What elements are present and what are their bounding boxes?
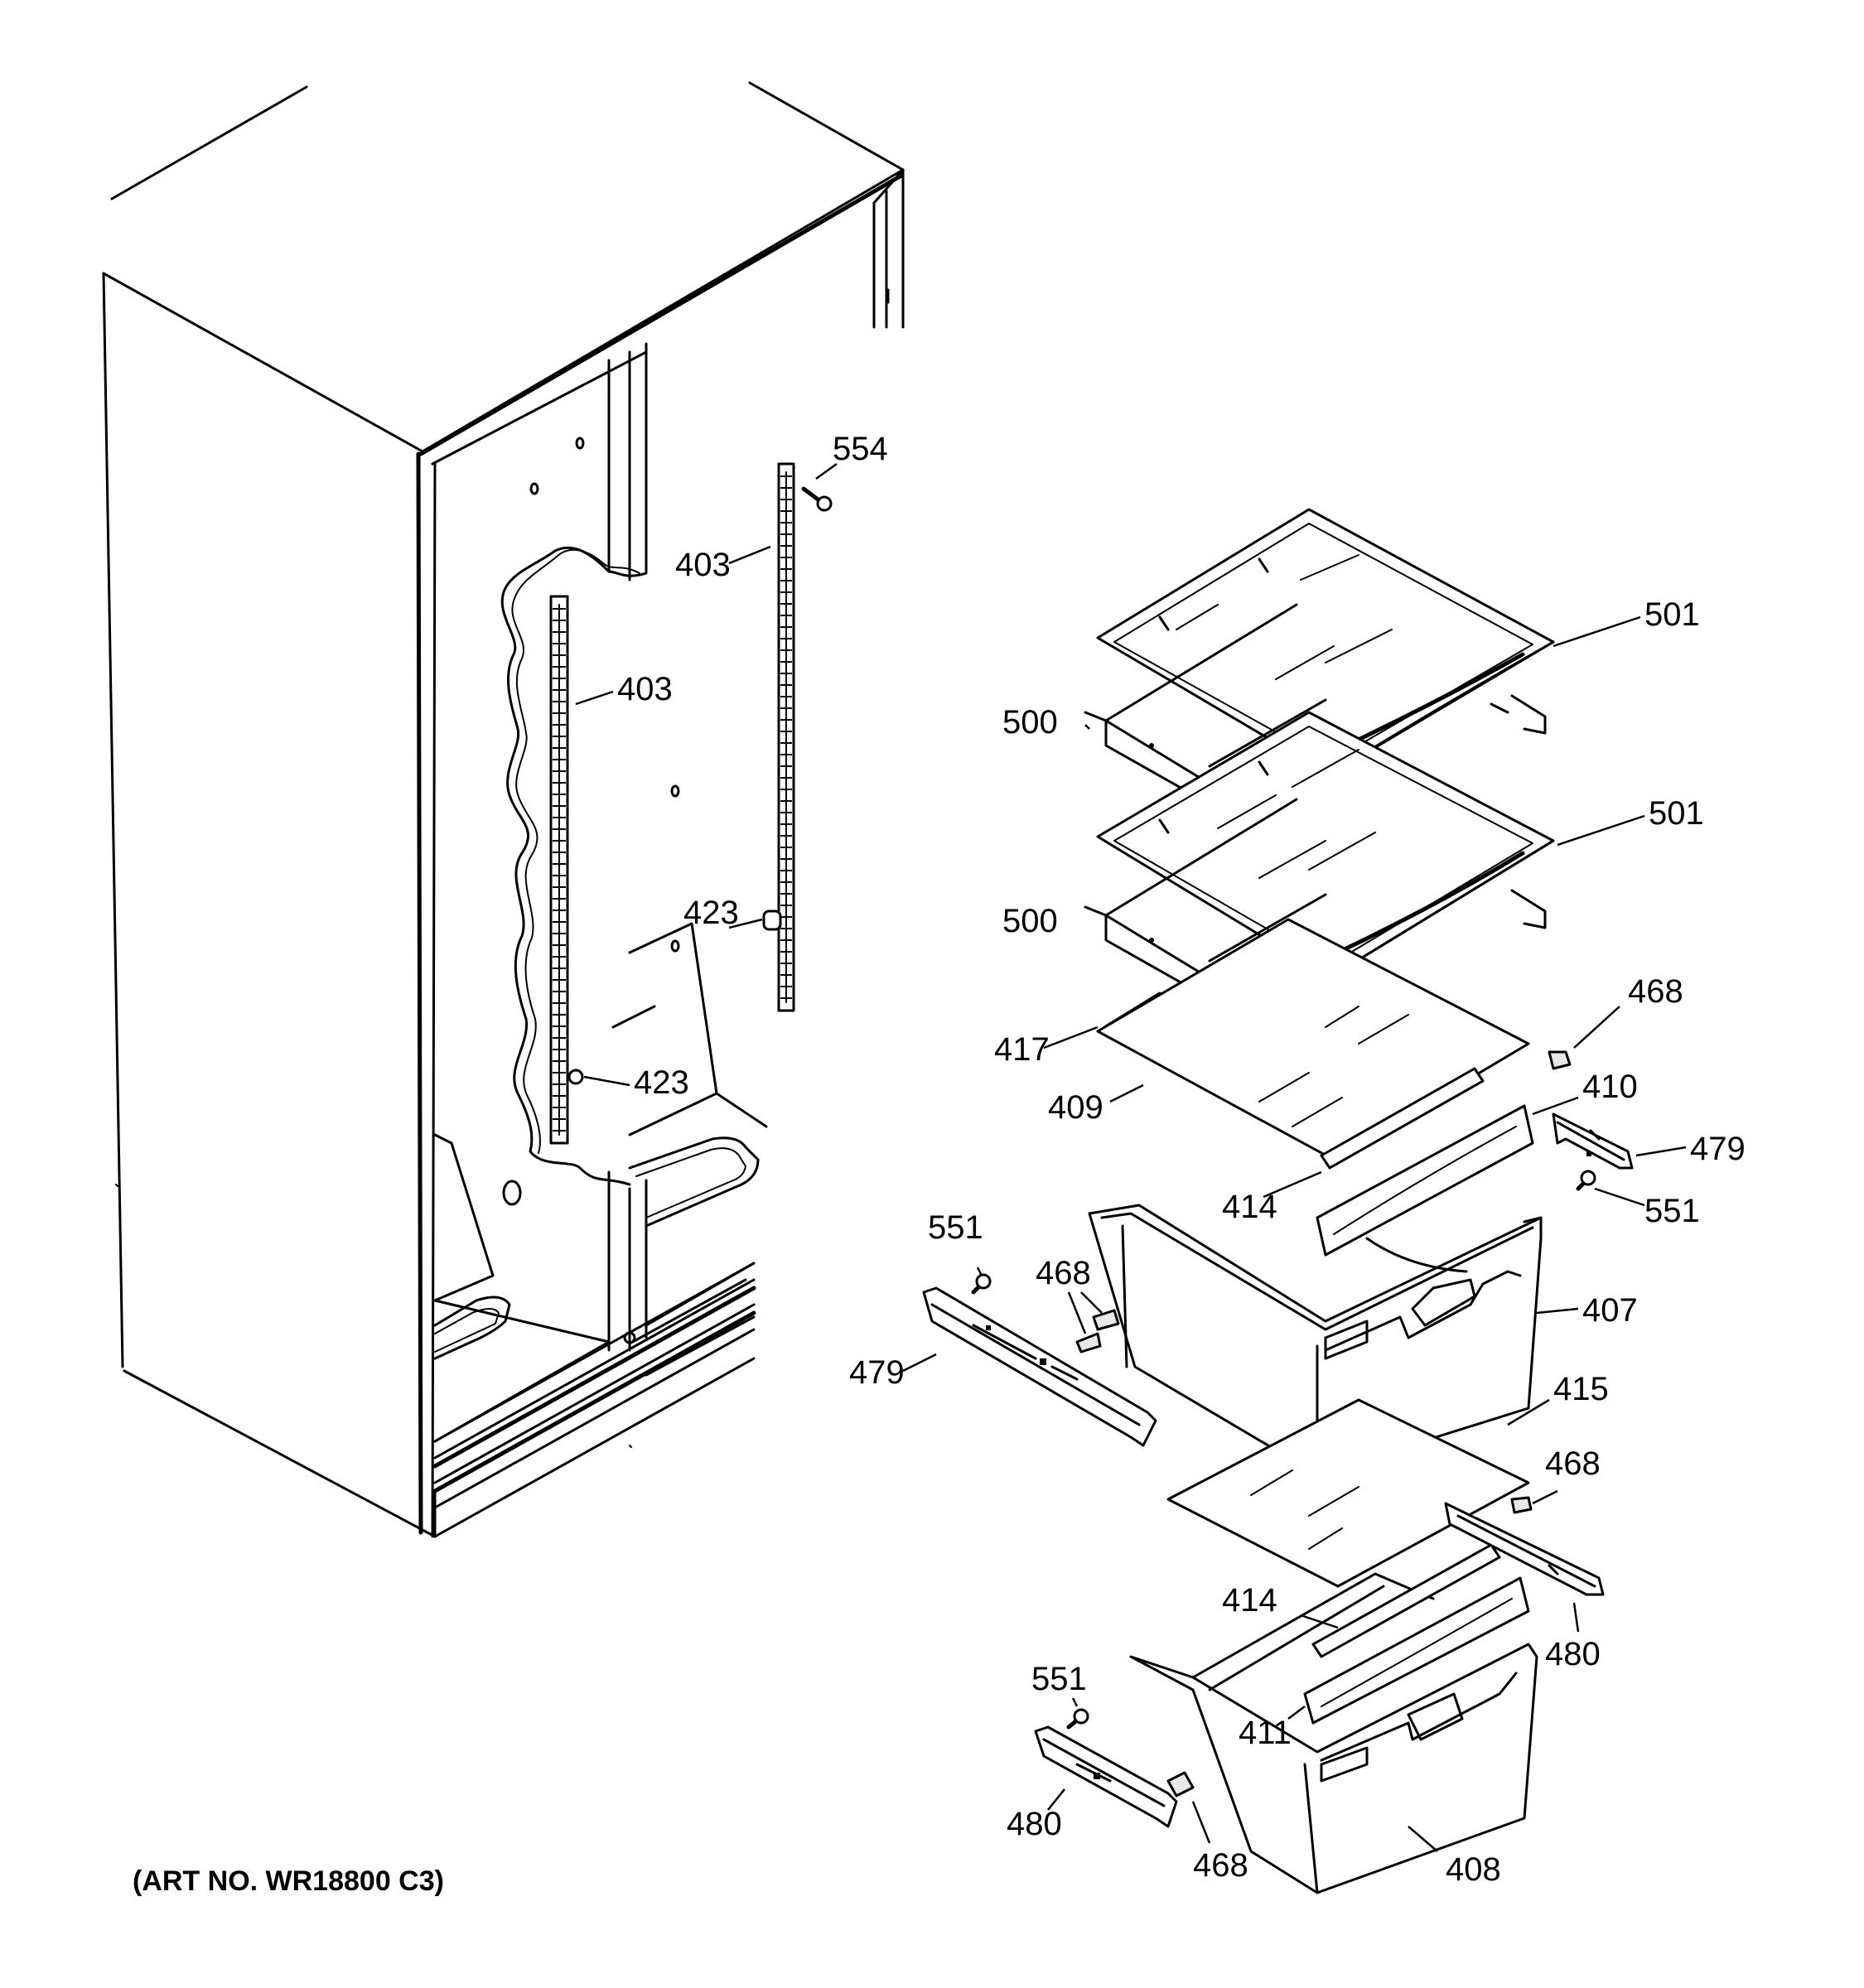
callout-403-left: 403 — [617, 671, 673, 707]
callout-417: 417 — [994, 1031, 1050, 1068]
callout-411: 411 — [1239, 1715, 1292, 1751]
stop-468-c — [1510, 1496, 1533, 1514]
callout-407: 407 — [1582, 1292, 1638, 1329]
callout-554: 554 — [833, 431, 888, 467]
screw-551-right — [1576, 1170, 1596, 1191]
callout-468-a: 468 — [1628, 973, 1683, 1010]
callout-551-bottom: 551 — [1031, 1661, 1087, 1697]
side-rail-480-left — [1034, 1725, 1178, 1828]
pan-cover-glass-409 — [1096, 918, 1530, 1161]
shelf-ladder-rail-left — [549, 595, 569, 1145]
pan-rail-414-top — [1320, 1067, 1485, 1170]
screw-551-left — [971, 1273, 992, 1295]
callout-468-c: 468 — [1545, 1445, 1601, 1482]
callout-501-top: 501 — [1644, 596, 1700, 633]
screw-551-bottom — [1066, 1708, 1089, 1730]
callout-410: 410 — [1582, 1069, 1638, 1105]
callout-551-left: 551 — [928, 1209, 983, 1246]
side-rail-479-left — [922, 1286, 1157, 1447]
leader-lines — [575, 462, 1687, 1852]
pan-rail-411 — [1303, 1576, 1530, 1725]
stud-423-right — [762, 910, 782, 931]
side-rail-480-right — [1444, 1502, 1605, 1596]
callout-415: 415 — [1553, 1371, 1609, 1407]
callout-479-right: 479 — [1690, 1131, 1746, 1167]
side-rail-479-right — [1552, 1112, 1634, 1170]
stop-468-b — [1075, 1309, 1120, 1353]
shelf-ladder-rail-right — [777, 462, 795, 1012]
callout-423-left: 423 — [634, 1064, 689, 1101]
screw-554 — [801, 486, 833, 512]
callout-480-left: 480 — [1007, 1806, 1062, 1842]
stop-468-d — [1166, 1771, 1195, 1797]
art-number-label: (ART NO. WR18800 C3) — [133, 1865, 444, 1897]
pan-rail-410 — [1316, 1104, 1534, 1273]
callout-408: 408 — [1446, 1851, 1501, 1888]
callout-551-right: 551 — [1644, 1193, 1700, 1229]
refrigerator-cabinet — [102, 81, 905, 1538]
callout-500-top: 500 — [1002, 704, 1058, 741]
callout-414-top: 414 — [1222, 1189, 1277, 1225]
callout-468-d: 468 — [1193, 1847, 1248, 1884]
shelf-glass-mid — [1096, 711, 1555, 979]
callout-480-right: 480 — [1545, 1636, 1601, 1672]
pan-rail-414-bottom — [1311, 1543, 1501, 1658]
callout-423-right: 423 — [683, 895, 739, 931]
callout-403-right: 403 — [675, 547, 731, 583]
callout-468-b: 468 — [1036, 1255, 1091, 1291]
callout-501-mid: 501 — [1649, 795, 1704, 832]
pan-cover-glass-415 — [1166, 1398, 1530, 1588]
stop-468-a — [1548, 1050, 1572, 1070]
callout-500-mid: 500 — [1002, 903, 1058, 939]
callout-409: 409 — [1048, 1089, 1103, 1126]
callout-labels: 554 403 403 423 423 501 500 501 500 468 … — [617, 431, 1746, 1888]
shelf-glass-top — [1096, 508, 1555, 776]
stud-423-left — [567, 1069, 584, 1085]
callout-414-bottom: 414 — [1222, 1582, 1277, 1619]
callout-479-left: 479 — [849, 1354, 905, 1391]
